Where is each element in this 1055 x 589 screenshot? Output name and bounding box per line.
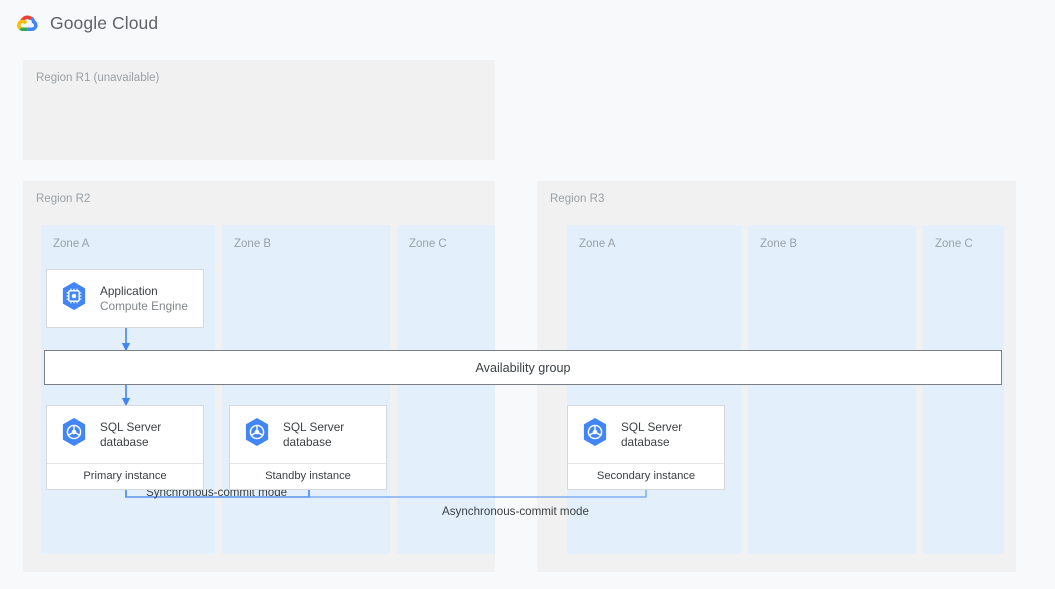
primary-db-footer: Primary instance [47,463,203,489]
google-cloud-logo-icon [14,12,40,34]
zone-r3-a-label: Zone A [579,238,616,250]
zone-r3-b-label: Zone B [760,238,798,250]
compute-engine-icon [58,280,90,317]
application-subtitle: Compute Engine [100,298,188,313]
sql-server-database-icon [58,416,90,453]
node-secondary-database[interactable]: SQL Server database Secondary instance [567,405,725,490]
zone-r2-c: Zone C [397,225,495,554]
zone-r3-c: Zone C [923,225,1004,554]
asynchronous-commit-mode-label: Asynchronous-commit mode [442,505,589,518]
region-r1: Region R1 (unavailable) [23,60,495,160]
zone-r2-a-label: Zone A [53,238,90,250]
node-application[interactable]: Application Compute Engine [46,269,204,328]
node-primary-database[interactable]: SQL Server database Primary instance [46,405,204,490]
primary-db-title2: database [100,434,149,449]
application-title: Application [100,283,158,298]
primary-db-title: SQL Server [100,419,162,434]
zone-r3-c-label: Zone C [935,238,973,250]
zone-r3-b: Zone B [748,225,916,554]
zone-r2-b: Zone B [222,225,390,554]
secondary-db-footer: Secondary instance [568,463,724,489]
availability-group-bar[interactable]: Availability group [44,350,1002,385]
region-r1-label: Region R1 (unavailable) [36,72,160,84]
google-cloud-header: Google Cloud [14,12,158,34]
region-r3-label: Region R3 [550,193,605,205]
google-cloud-wordmark: Google Cloud [50,12,159,33]
sql-server-database-icon [241,416,273,453]
zone-r2-c-label: Zone C [409,238,447,250]
secondary-db-title2: database [621,434,670,449]
standby-db-title2: database [283,434,332,449]
sql-server-database-icon [579,416,611,453]
region-r2-label: Region R2 [36,193,91,205]
availability-group-label: Availability group [475,360,571,375]
secondary-db-title: SQL Server [621,419,683,434]
node-standby-database[interactable]: SQL Server database Standby instance [229,405,387,490]
standby-db-title: SQL Server [283,419,345,434]
zone-r3-a: Zone A [567,225,741,554]
zone-r2-b-label: Zone B [234,238,272,250]
standby-db-footer: Standby instance [230,463,386,489]
